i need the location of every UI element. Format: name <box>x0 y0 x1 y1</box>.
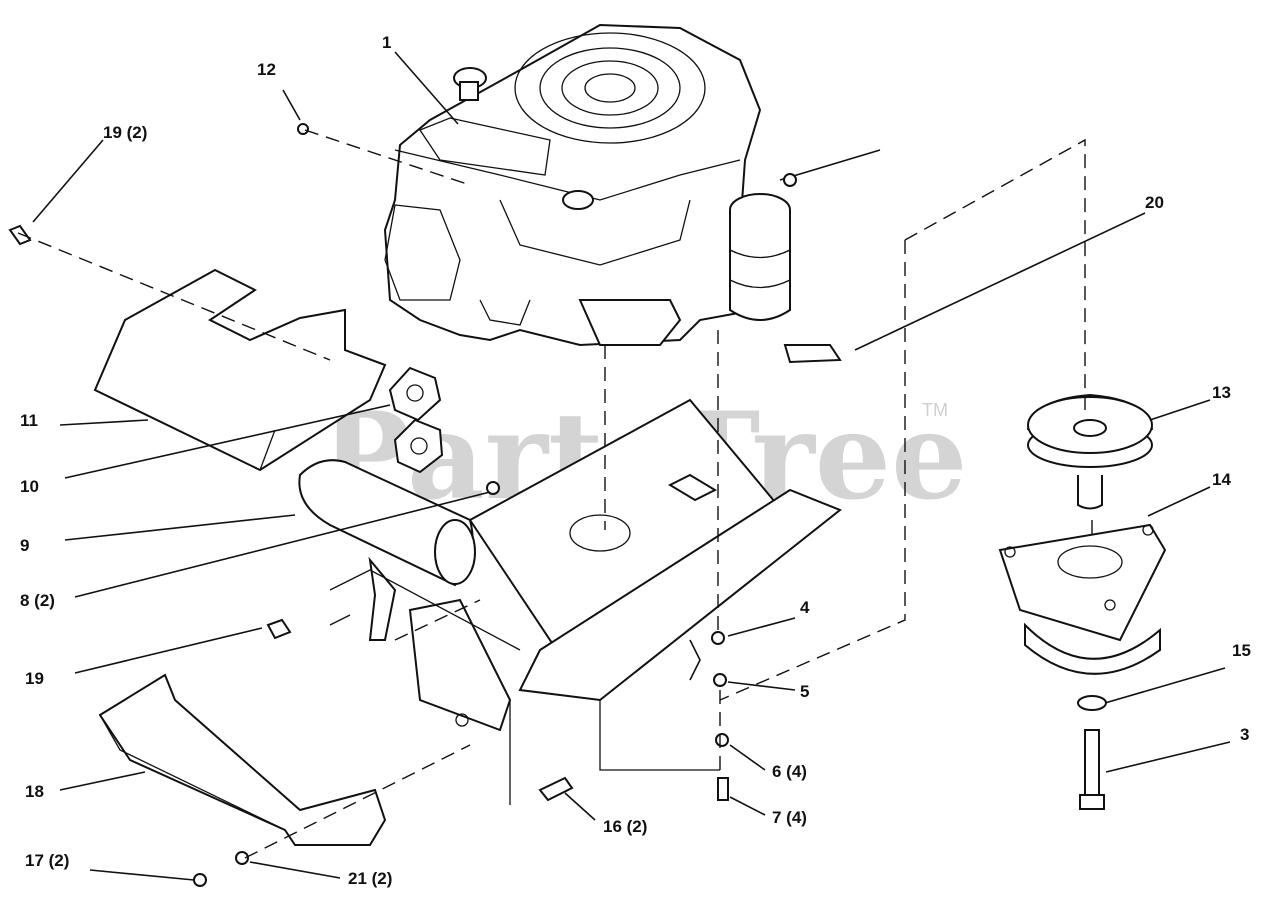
callout-15: 15 <box>1232 641 1251 660</box>
alignment-lines <box>17 129 1093 859</box>
callout-14: 14 <box>1212 470 1231 489</box>
electric-clutch <box>998 523 1167 675</box>
callout-13: 13 <box>1212 383 1231 402</box>
callout-labels: 1 12 19 (2) 20 13 14 11 10 9 8 (2) 19 4 … <box>20 33 1251 888</box>
gaskets <box>388 366 444 474</box>
callout-7-4: 7 (4) <box>772 808 807 827</box>
clutch-bolt <box>1077 695 1107 810</box>
hardware <box>8 123 842 887</box>
engine-frame <box>329 398 842 805</box>
watermark-trademark: TM <box>922 400 948 420</box>
callout-21-2: 21 (2) <box>348 869 392 888</box>
callout-12: 12 <box>257 60 276 79</box>
heat-shield <box>93 268 387 472</box>
callout-6-4: 6 (4) <box>772 762 807 781</box>
callout-4: 4 <box>800 598 810 617</box>
callout-17-2: 17 (2) <box>25 851 69 870</box>
callout-5: 5 <box>800 682 809 701</box>
pulley <box>1027 393 1153 510</box>
callout-19-2: 19 (2) <box>103 123 147 142</box>
front-bumper <box>98 673 387 846</box>
muffler <box>298 459 476 641</box>
callout-8-2: 8 (2) <box>20 591 55 610</box>
callout-16-2: 16 (2) <box>603 817 647 836</box>
leader-lines <box>32 51 1231 881</box>
callout-10: 10 <box>20 477 39 496</box>
callout-20: 20 <box>1145 193 1164 212</box>
engine <box>383 23 881 347</box>
callout-19: 19 <box>25 669 44 688</box>
callout-18: 18 <box>25 782 44 801</box>
callout-1: 1 <box>382 33 391 52</box>
callout-9: 9 <box>20 536 29 555</box>
callout-11: 11 <box>20 411 38 430</box>
callout-3: 3 <box>1240 725 1249 744</box>
